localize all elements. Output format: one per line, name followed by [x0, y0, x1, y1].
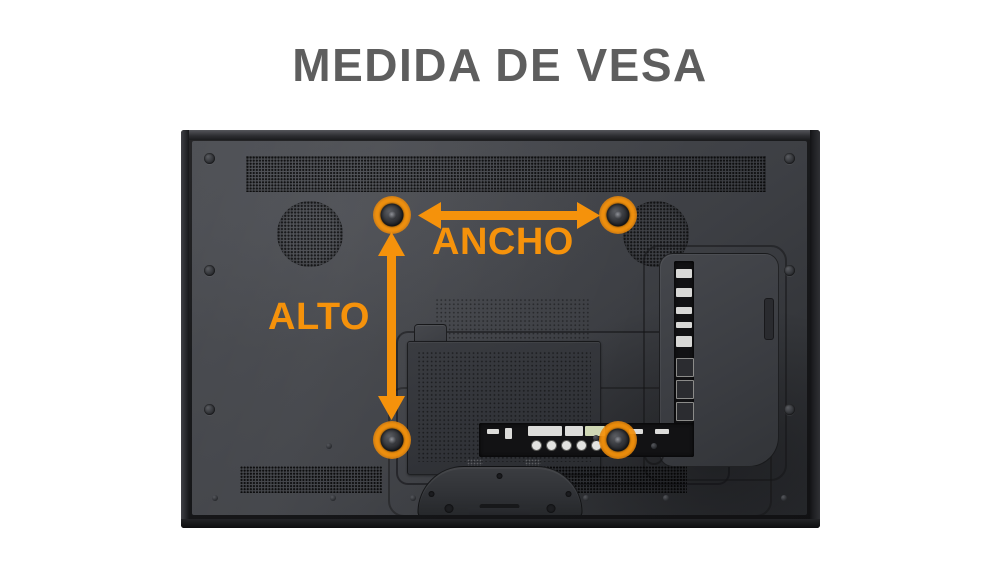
tv-back-plate — [192, 141, 807, 515]
bezel-screw — [204, 153, 215, 164]
bezel-screw — [784, 153, 795, 164]
top-left-vesa-hole — [373, 196, 411, 234]
stand-mount-nub — [468, 508, 531, 515]
center-panel-tab — [467, 459, 483, 468]
bezel-screw — [781, 495, 787, 501]
bezel-screw — [784, 265, 795, 276]
center-panel-tabs — [408, 459, 600, 468]
top-vent-grille — [246, 156, 766, 192]
bezel-screw — [204, 404, 215, 415]
io-bay-latch — [764, 298, 774, 340]
ancho-label: ANCHO — [432, 221, 574, 263]
bezel-right-edge — [810, 130, 820, 528]
io-port-strip-horizontal — [479, 423, 694, 457]
io-slot — [676, 288, 692, 297]
io-jack — [531, 440, 542, 451]
io-slot — [676, 307, 692, 314]
io-slot — [676, 402, 694, 421]
io-jack — [561, 440, 572, 451]
bezel-screw — [326, 443, 332, 449]
tv-bezel — [181, 130, 820, 528]
vesa-screw-boss — [606, 203, 630, 227]
bezel-screw — [784, 404, 795, 415]
stand-mount-slot — [479, 504, 520, 509]
io-jack — [546, 440, 557, 451]
bezel-screw — [410, 495, 416, 501]
io-block — [565, 426, 583, 436]
pedestal-stand-mount — [417, 466, 582, 515]
bezel-screw — [330, 495, 336, 501]
io-slot — [676, 269, 692, 278]
tv-rear-panel-figure — [181, 130, 820, 528]
io-block — [505, 428, 512, 439]
io-slot — [676, 336, 692, 347]
io-block — [487, 429, 499, 434]
bezel-left-edge — [181, 130, 189, 528]
io-block — [528, 426, 562, 436]
io-slot — [676, 358, 694, 377]
bezel-screw — [593, 435, 599, 441]
vesa-screw-boss — [380, 428, 404, 452]
io-slot — [676, 380, 694, 399]
page-title: MEDIDA DE VESA — [292, 39, 708, 91]
bezel-screw — [583, 495, 589, 501]
bottom-left-vent — [240, 466, 382, 493]
left-speaker-grille — [277, 201, 343, 267]
bottom-right-vesa-hole — [599, 421, 637, 459]
io-block-green — [585, 426, 605, 436]
center-panel-tab — [525, 459, 541, 468]
vesa-screw-boss — [606, 428, 630, 452]
upper-mesh-panel — [435, 298, 590, 343]
bezel-screw — [212, 495, 218, 501]
bezel-top-edge — [181, 130, 820, 140]
bezel-bottom-edge — [181, 519, 820, 528]
alto-label: ALTO — [268, 296, 370, 338]
top-right-vesa-hole — [599, 196, 637, 234]
vesa-screw-boss — [380, 203, 404, 227]
io-jack — [576, 440, 587, 451]
bezel-screw — [651, 443, 657, 449]
bezel-screw — [663, 495, 669, 501]
io-slot — [676, 322, 692, 328]
io-block — [629, 429, 643, 434]
bezel-screw — [204, 265, 215, 276]
bottom-left-vesa-hole — [373, 421, 411, 459]
io-block — [655, 429, 669, 434]
